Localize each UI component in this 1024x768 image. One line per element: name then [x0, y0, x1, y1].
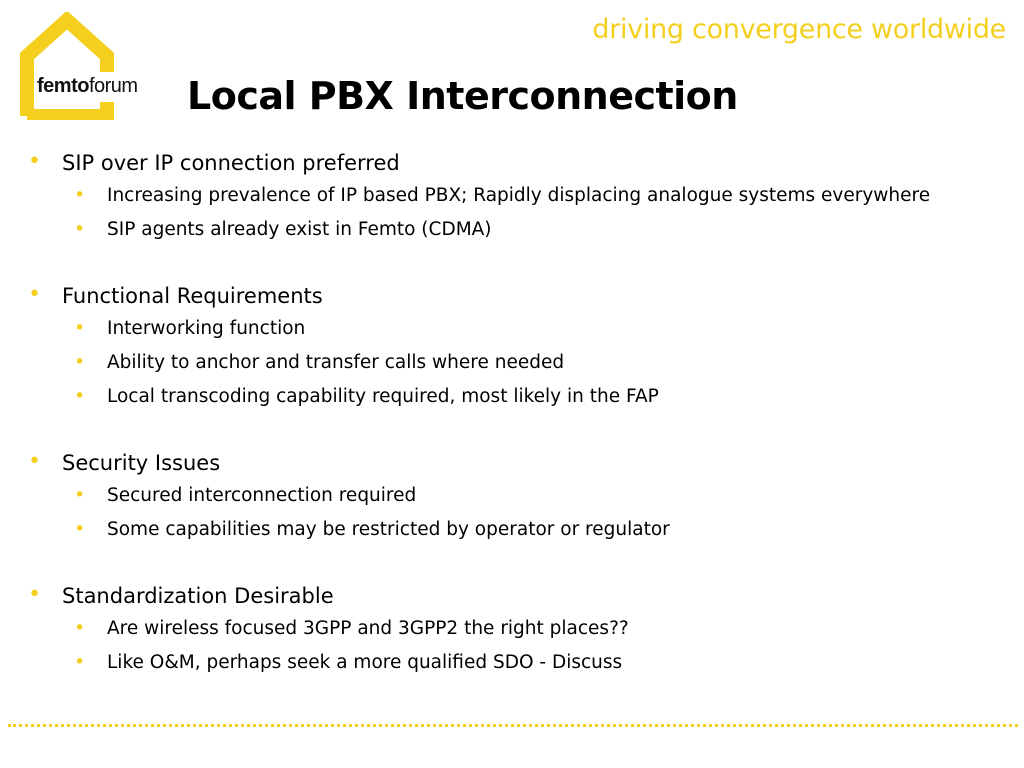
- bullet-icon: •: [74, 617, 86, 639]
- bullet-icon: •: [28, 582, 41, 607]
- logo-wordmark: femtoforum: [37, 75, 138, 98]
- bullet-icon: •: [74, 218, 86, 240]
- sub-bullet-item: • Some capabilities may be restricted by …: [28, 513, 1018, 547]
- sub-bullet-text: Interworking function: [107, 318, 306, 339]
- bullet-text: Security Issues: [62, 451, 221, 475]
- sub-bullet-item: • SIP agents already exist in Femto (CDMA…: [28, 213, 1018, 247]
- bullet-text: SIP over IP connection preferred: [62, 151, 400, 175]
- bullet-icon: •: [74, 385, 86, 407]
- logo-brand-light: forum: [88, 75, 138, 97]
- sub-bullet-item: • Ability to anchor and transfer calls wh…: [28, 346, 1018, 380]
- bullet-icon: •: [74, 184, 86, 206]
- sub-bullet-text: Some capabilities may be restricted by o…: [107, 519, 670, 540]
- logo-brand-bold: femto: [37, 75, 89, 97]
- bullet-group: • Standardization Desirable • Are wireless…: [28, 580, 1018, 680]
- sub-bullet-text: Like O&M, perhaps seek a more qualified …: [107, 652, 623, 673]
- bullet-icon: •: [74, 351, 86, 373]
- bullet-group: • Security Issues • Secured interconnectio…: [28, 447, 1018, 547]
- sub-bullet-text: Local transcoding capability required, m…: [107, 386, 659, 407]
- bullet-list: • SIP over IP connection preferred • Incre…: [28, 147, 1018, 713]
- femtoforum-logo: femtoforum: [19, 12, 149, 122]
- bullet-item: • Security Issues: [28, 447, 1018, 479]
- bullet-icon: •: [28, 449, 41, 474]
- slide-title: Local PBX Interconnection: [187, 74, 738, 118]
- sub-bullet-text: Are wireless focused 3GPP and 3GPP2 the …: [107, 618, 629, 639]
- sub-bullet-item: • Interworking function: [28, 312, 1018, 346]
- sub-bullet-item: • Local transcoding capability required, …: [28, 380, 1018, 414]
- bullet-icon: •: [74, 518, 86, 540]
- sub-bullet-text: Increasing prevalence of IP based PBX; R…: [107, 185, 931, 206]
- tagline: driving convergence worldwide: [592, 14, 1006, 45]
- bullet-item: • Functional Requirements: [28, 280, 1018, 312]
- sub-bullet-item: • Are wireless focused 3GPP and 3GPP2 the…: [28, 612, 1018, 646]
- bullet-item: • SIP over IP connection preferred: [28, 147, 1018, 179]
- sub-bullet-text: Secured interconnection required: [107, 485, 417, 506]
- bullet-icon: •: [74, 651, 86, 673]
- bullet-icon: •: [74, 317, 86, 339]
- bullet-icon: •: [74, 484, 86, 506]
- sub-bullet-item: • Increasing prevalence of IP based PBX; …: [28, 179, 1018, 213]
- sub-bullet-text: SIP agents already exist in Femto (CDMA): [107, 219, 492, 240]
- bullet-text: Functional Requirements: [62, 284, 323, 308]
- bullet-item: • Standardization Desirable: [28, 580, 1018, 612]
- sub-bullet-item: • Like O&M, perhaps seek a more qualified…: [28, 646, 1018, 680]
- sub-bullet-text: Ability to anchor and transfer calls whe…: [107, 352, 565, 373]
- bullet-icon: •: [28, 149, 41, 174]
- bullet-icon: •: [28, 282, 41, 307]
- bullet-group: • Functional Requirements • Interworking f…: [28, 280, 1018, 414]
- sub-bullet-item: • Secured interconnection required: [28, 479, 1018, 513]
- footer-dotted-divider: [8, 724, 1018, 727]
- bullet-group: • SIP over IP connection preferred • Incre…: [28, 147, 1018, 247]
- bullet-text: Standardization Desirable: [62, 584, 334, 608]
- house-logo-icon: [20, 12, 114, 120]
